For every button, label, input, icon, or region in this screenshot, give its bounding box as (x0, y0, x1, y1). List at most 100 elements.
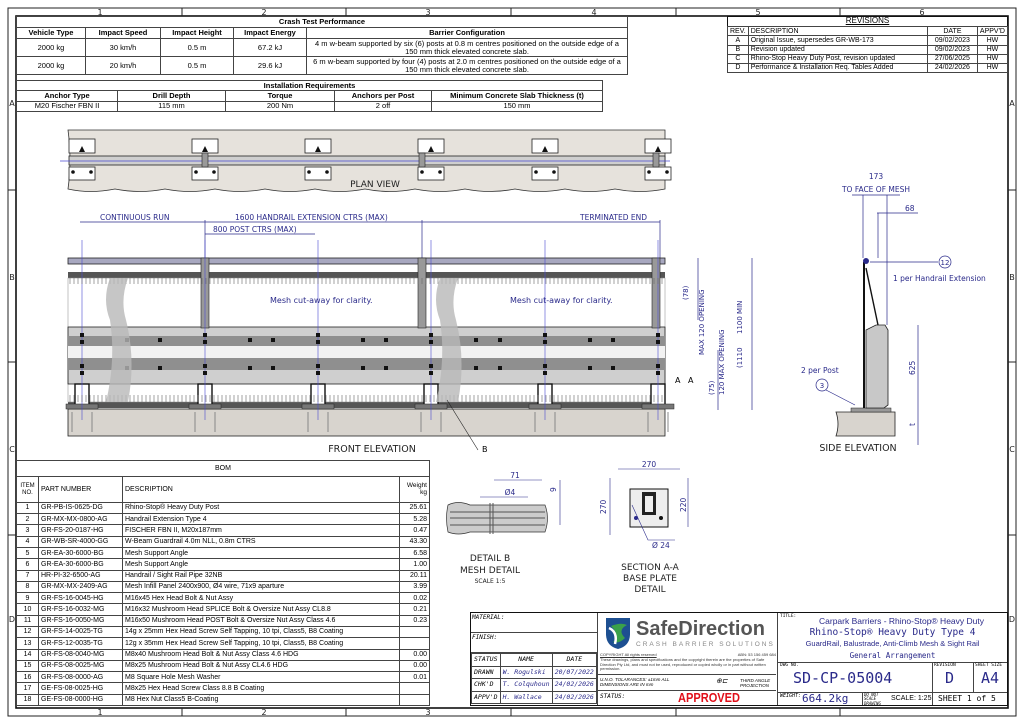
dim-270-height: 270 (599, 499, 608, 514)
dim-t: t (908, 423, 917, 426)
row-marker: B (9, 273, 15, 282)
cell: 5.28 (399, 513, 430, 526)
bolt (656, 340, 660, 344)
copyright-heading: COPYRIGHT All rights reserved (600, 652, 657, 657)
plan-post (79, 146, 85, 152)
cell: M8x25 Mushroom Head Bolt & Nut Assy CL4.… (122, 659, 400, 673)
cell (399, 625, 430, 639)
bolt (543, 333, 547, 337)
cell: W-Beam Guardrail 4.0m NLL, 0.8m CTRS (122, 535, 400, 549)
cell: GR-FS-08-0025-MG (38, 659, 123, 673)
finish-label: FINISH: (471, 633, 597, 653)
col-marker: 1 (97, 8, 102, 17)
cell: 10 (16, 603, 39, 616)
cell: Mesh Support Angle (122, 558, 400, 571)
anchor-bolt (71, 170, 75, 174)
bolt (361, 366, 365, 370)
side-elevation-label: SIDE ELEVATION (819, 443, 896, 454)
cell: DRAWN (471, 665, 501, 679)
cell: 20.11 (399, 569, 430, 582)
bolt (203, 340, 207, 344)
cell: 1 (16, 501, 39, 515)
cell: CHK'D (471, 678, 501, 692)
col-marker: 3 (425, 708, 430, 717)
cell: GR-FS-20-0187-HG (38, 524, 123, 537)
sheet-size-value: A4 (981, 669, 1000, 687)
bolt (656, 371, 660, 375)
plan-post (315, 146, 321, 152)
anchor-bolt (307, 170, 311, 174)
cell: GR-WB-SR-4000-GG (38, 535, 123, 549)
side-elevation: 173 TO FACE OF MESH 68 12 1 per Handrail… (801, 172, 986, 454)
row-marker: D (9, 615, 15, 624)
cell: GR-FS-12-0035-TG (38, 637, 123, 650)
cell: T. Colquhoun (499, 678, 553, 692)
cell (399, 693, 430, 707)
cell: HW (976, 62, 1009, 74)
title-line-4: General Arrangement (849, 651, 936, 660)
row-marker: D (1009, 615, 1015, 624)
dim-625: 625 (908, 360, 917, 375)
front-elevation: Mesh cut-away for clarity. Mesh cut-away… (65, 240, 694, 455)
bolt (429, 371, 433, 375)
anchor-bolt (194, 170, 198, 174)
copyright-text: These drawings, plans and specifications… (600, 656, 766, 672)
cell: GR-FS-16-0045-HG (38, 592, 123, 605)
bolt (611, 366, 615, 370)
detail-b: 71 Ø4 9 DETAIL B MESH DETAIL SCALE 1:5 (446, 471, 561, 585)
plan-view: PLAN VIEW (60, 129, 672, 192)
cell (399, 637, 430, 650)
cell: M16x50 Mushroom Head POST Bolt & Oversiz… (122, 614, 400, 628)
title-line-1: Carpark Barriers - Rhino-Stop® Heavy Dut… (819, 616, 984, 626)
bolt (316, 340, 320, 344)
plan-post-base (68, 166, 96, 181)
anchor-bolt (665, 170, 669, 174)
bolt (429, 364, 433, 368)
cell: M8x25 Hex Head Screw Class 8.8 B Coating (122, 682, 400, 695)
cell: APPV'D (471, 690, 501, 704)
cell: 7 (16, 569, 39, 582)
bolt (429, 340, 433, 344)
cell: 20 km/h (85, 56, 161, 75)
bolt (271, 338, 275, 342)
bolt (316, 333, 320, 337)
dwg-no-label: DWG NO. (780, 663, 799, 668)
detail-b-subtitle: MESH DETAIL (460, 566, 520, 576)
cell: 5 (16, 547, 39, 560)
bolt (588, 366, 592, 370)
table-title: REVISIONS (845, 16, 890, 26)
safedirection-logo-icon (606, 618, 630, 649)
cell: 12g x 35mm Hex Head Screw Self Tapping, … (122, 637, 400, 650)
logo-subtitle: CRASH BARRIER SOLUTIONS (636, 641, 775, 648)
handrail-extension (651, 257, 661, 329)
cell: Handrail Extension Type 4 (122, 513, 400, 526)
cell: 17 (16, 682, 39, 695)
mesh-strip (106, 278, 132, 402)
bolt (203, 333, 207, 337)
cell: HR-PI-32-6500-AG (38, 569, 123, 582)
anchor-bolt (552, 170, 556, 174)
col-marker: 6 (919, 8, 924, 17)
bolt (474, 338, 478, 342)
bolt (158, 366, 162, 370)
cell: 13 (16, 637, 39, 650)
row-marker: A (9, 99, 15, 108)
plan-post-base (304, 166, 332, 181)
dim-continuous-run: CONTINUOUS RUN (100, 213, 170, 222)
weight-label: WEIGHT: (780, 693, 802, 699)
cell: GR-MX-MX-0800-AG (38, 513, 123, 526)
bolt (656, 333, 660, 337)
handrail-extension (417, 257, 427, 329)
title-line-2: Rhino-Stop® Heavy Duty Type 4 (809, 627, 976, 638)
bolt (80, 333, 84, 337)
